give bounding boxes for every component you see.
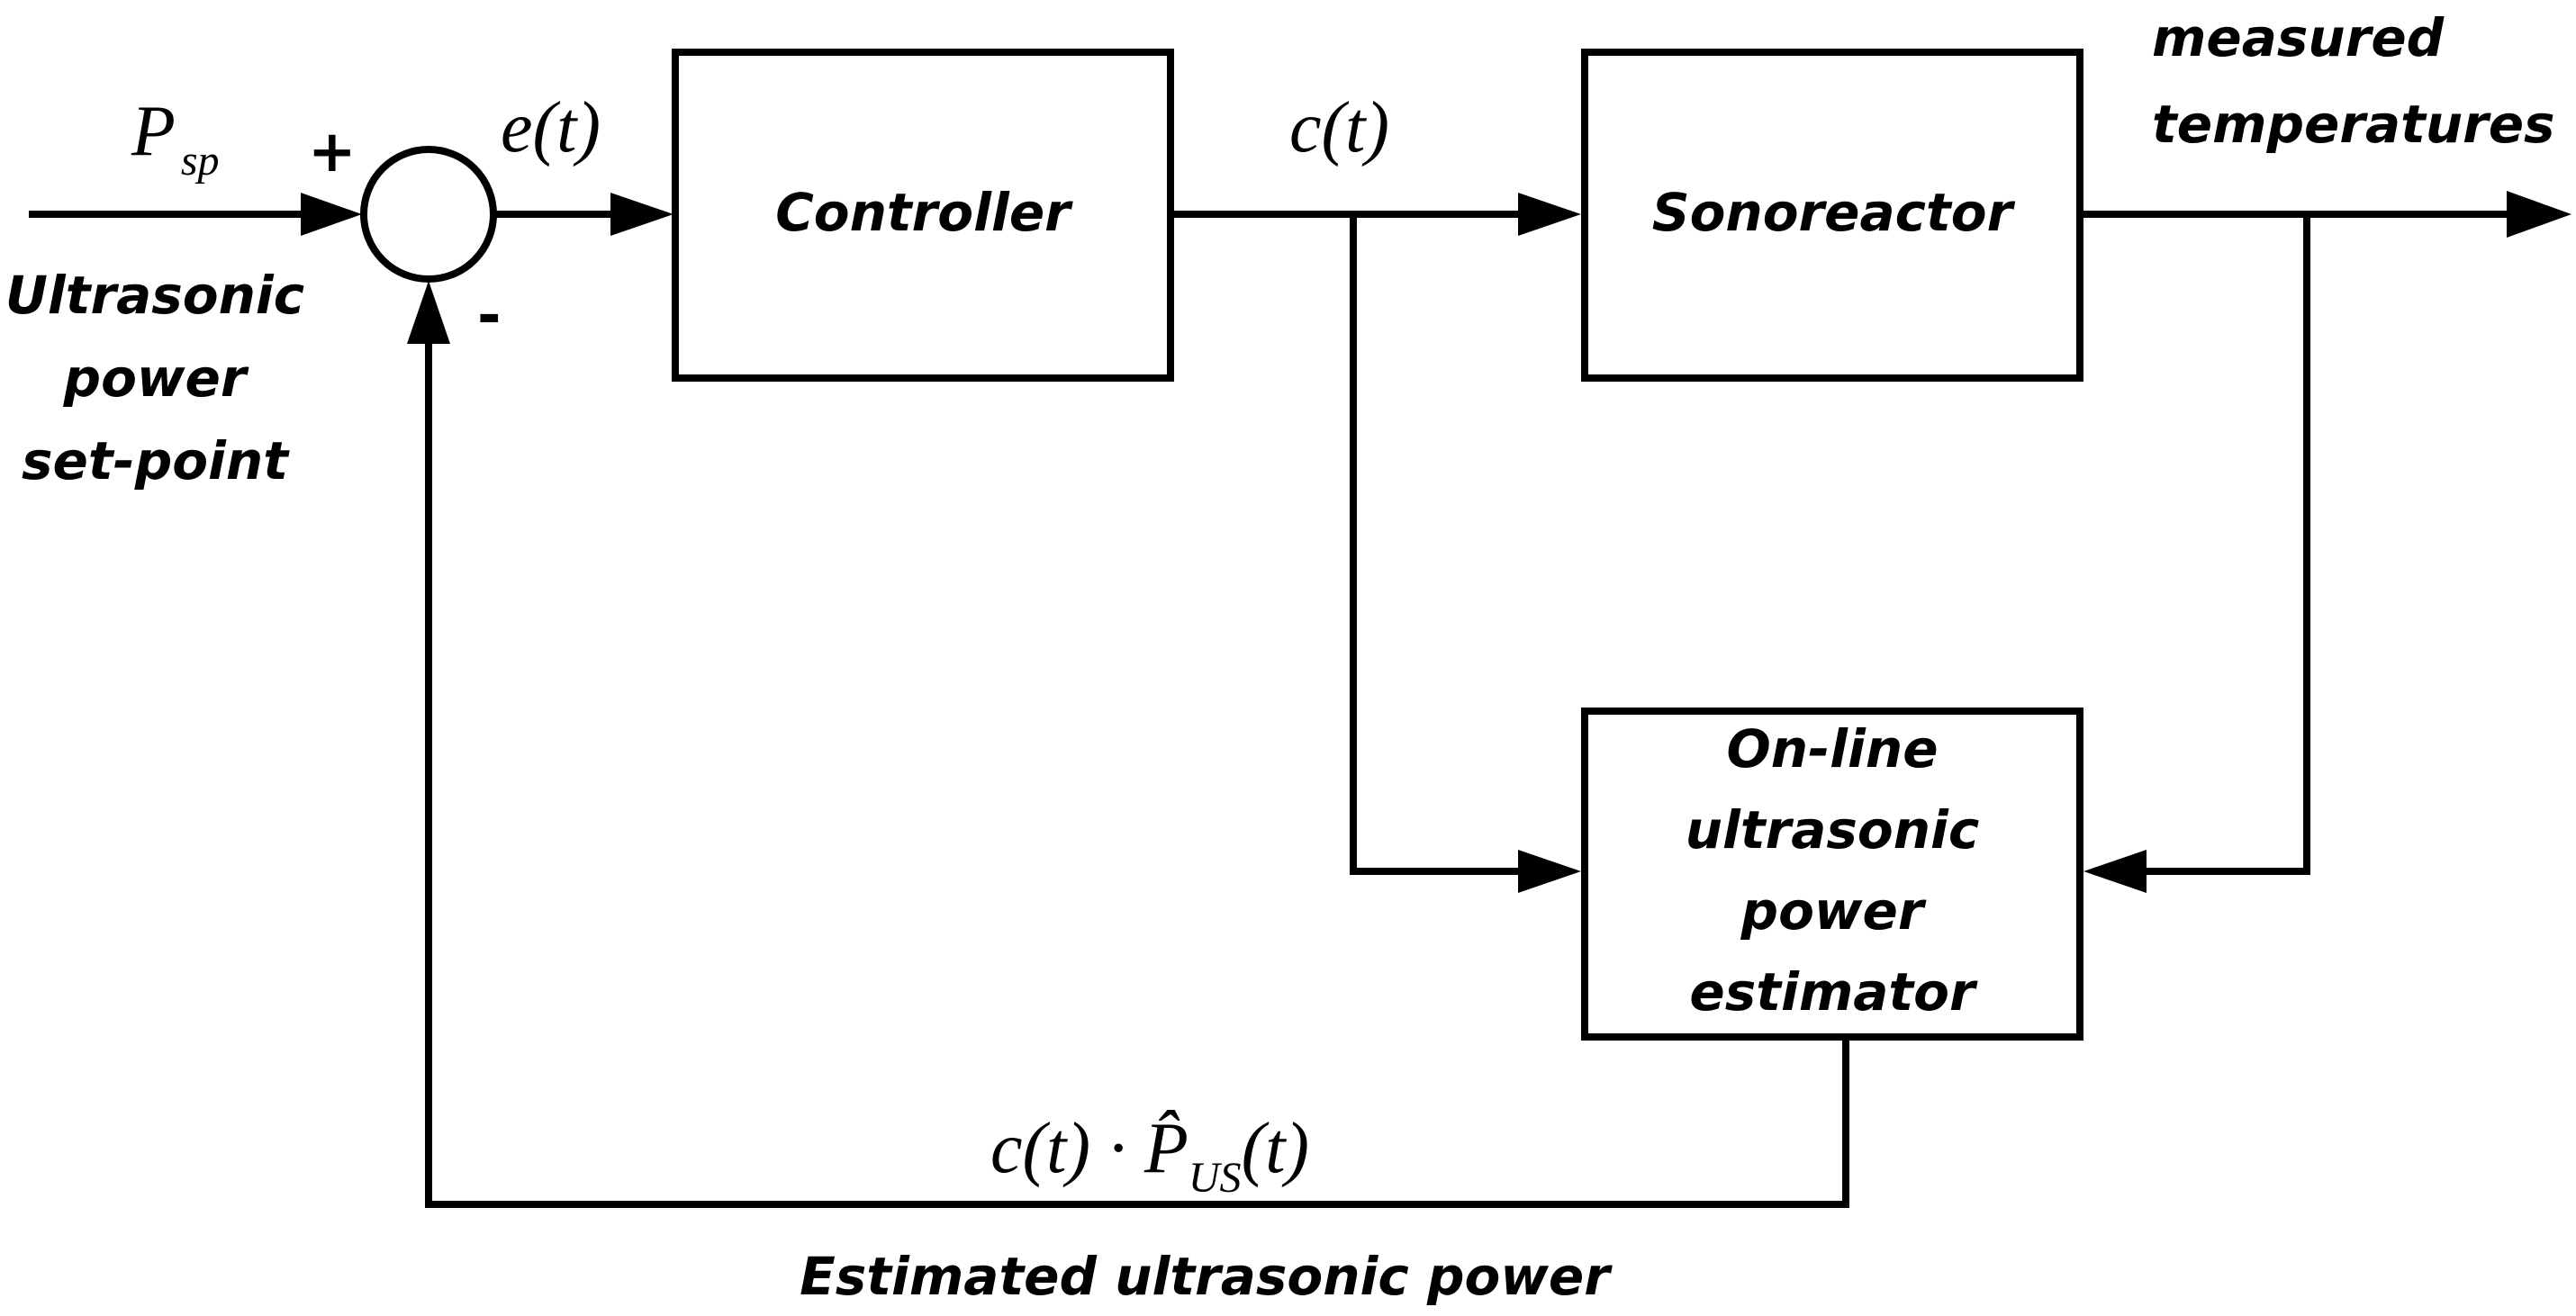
control-signal-arrow bbox=[1518, 193, 1581, 236]
estimator-label-line-1: On-line bbox=[1726, 718, 1938, 780]
controller-label: Controller bbox=[775, 182, 1073, 243]
controller-block bbox=[672, 49, 1174, 382]
setpoint-desc-line-2: power bbox=[63, 347, 249, 409]
error-arrow bbox=[610, 193, 673, 236]
setpoint-arrow bbox=[301, 193, 362, 236]
sonoreactor-block bbox=[1581, 49, 2083, 382]
plus-sign: + bbox=[308, 119, 357, 185]
estimator-label-line-3: power bbox=[1740, 880, 1927, 942]
setpoint-desc-line-1: Ultrasonic bbox=[5, 265, 304, 326]
feedback-desc: Estimated ultrasonic power bbox=[800, 1246, 1613, 1307]
feedback-line bbox=[425, 337, 1849, 1208]
sonoreactor-label: Sonoreactor bbox=[1652, 182, 2016, 243]
estimator-label-line-4: estimator bbox=[1689, 961, 1978, 1023]
feedback-arrow bbox=[407, 281, 450, 344]
minus-sign: - bbox=[477, 283, 502, 349]
output-desc-line-2: temperatures bbox=[2152, 94, 2555, 155]
temperature-branch-arrow bbox=[2083, 850, 2147, 893]
error-signal-label: e(t) bbox=[501, 88, 601, 167]
control-branch-line bbox=[1350, 211, 1525, 875]
setpoint-desc-line-3: set-point bbox=[22, 430, 290, 491]
control-signal-label: c(t) bbox=[1289, 88, 1389, 167]
estimator-label-line-2: ultrasonic bbox=[1686, 799, 1980, 861]
output-arrow bbox=[2507, 191, 2571, 238]
estimator-block bbox=[1581, 708, 2083, 1041]
temperature-branch-line bbox=[2139, 211, 2310, 875]
feedback-formula: c(t) · P̂US(t) bbox=[990, 1109, 1309, 1202]
control-branch-arrow bbox=[1518, 850, 1581, 893]
summing-junction bbox=[360, 146, 497, 283]
output-desc-line-1: measured bbox=[2152, 7, 2445, 68]
